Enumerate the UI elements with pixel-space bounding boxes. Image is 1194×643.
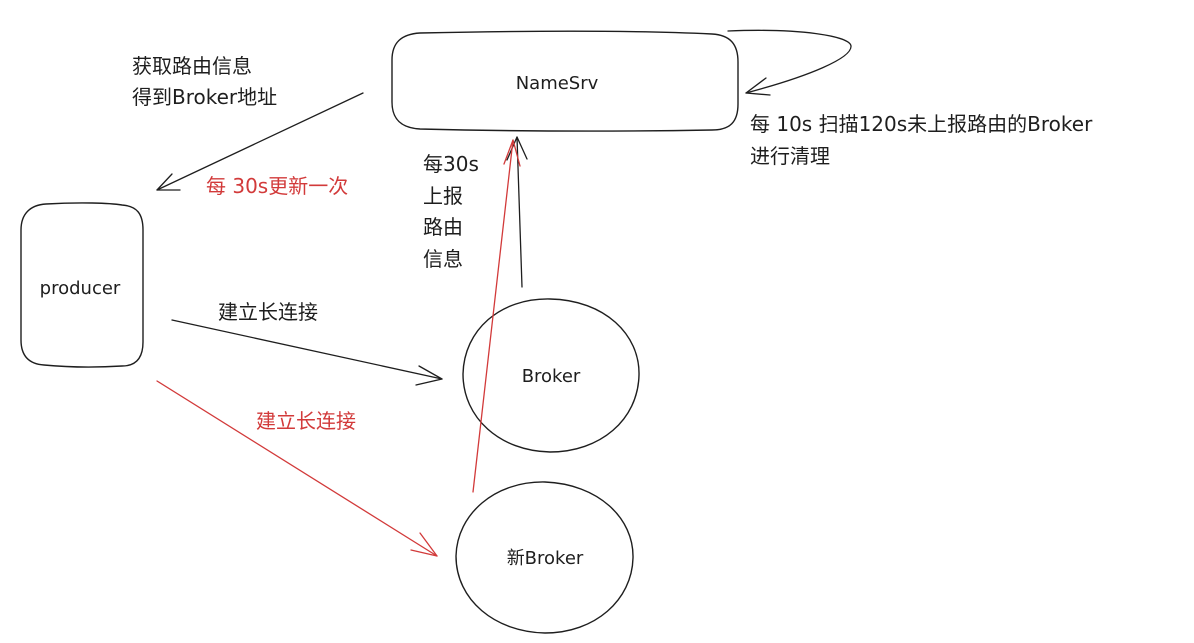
broker-node: Broker: [462, 298, 640, 453]
broker-to-namesrv-arrow: [506, 136, 528, 288]
namesrv-node: NameSrv: [391, 30, 739, 132]
broker-circle: [462, 298, 640, 453]
namesrv-box: [391, 30, 739, 132]
scan-label-line1: 每 10s 扫描120s未上报路由的Broker: [750, 112, 1093, 136]
route-info-label-line2: 得到Broker地址: [132, 85, 277, 109]
new-long-conn-line: [156, 380, 438, 557]
long-conn-broker-label: 建立长连接: [218, 300, 318, 324]
broker-label: Broker: [522, 366, 581, 387]
namesrv-label: NameSrv: [516, 73, 599, 94]
new-report-arrowhead: [503, 139, 521, 167]
scan-label-line2: 进行清理: [750, 144, 830, 168]
self-loop-arrowhead: [745, 77, 771, 96]
new-broker-to-namesrv-arrow: [472, 139, 521, 493]
report-arrowhead: [506, 136, 528, 161]
report-label-line4: 信息: [423, 247, 463, 271]
namesrv-to-producer-arrow: [156, 92, 364, 191]
new-long-conn-arrowhead: [410, 532, 438, 557]
long-conn-line: [171, 319, 443, 380]
report-label-line3: 路由: [423, 215, 463, 239]
new-broker-circle: [455, 481, 634, 634]
long-conn-arrowhead: [415, 365, 443, 386]
long-conn-new-broker-label: 建立长连接: [256, 409, 356, 433]
new-broker-node: 新Broker: [455, 481, 634, 634]
producer-to-broker-arrow: [171, 319, 443, 386]
route-info-label-line1: 获取路由信息: [132, 54, 252, 78]
report-line: [516, 136, 523, 288]
producer-label: producer: [40, 278, 121, 299]
route-info-line: [156, 92, 364, 191]
new-report-line: [472, 139, 514, 493]
update-interval-label: 每 30s更新一次: [206, 174, 348, 198]
route-info-arrowhead: [156, 173, 181, 191]
producer-node: producer: [20, 202, 144, 368]
producer-box: [20, 202, 144, 368]
new-broker-label: 新Broker: [507, 548, 584, 569]
report-label-line2: 上报: [423, 184, 463, 208]
self-loop-line: [727, 29, 852, 94]
namesrv-self-loop-arrow: [727, 29, 852, 96]
report-label-line1: 每30s: [423, 152, 479, 176]
producer-to-new-broker-arrow: [156, 380, 438, 557]
